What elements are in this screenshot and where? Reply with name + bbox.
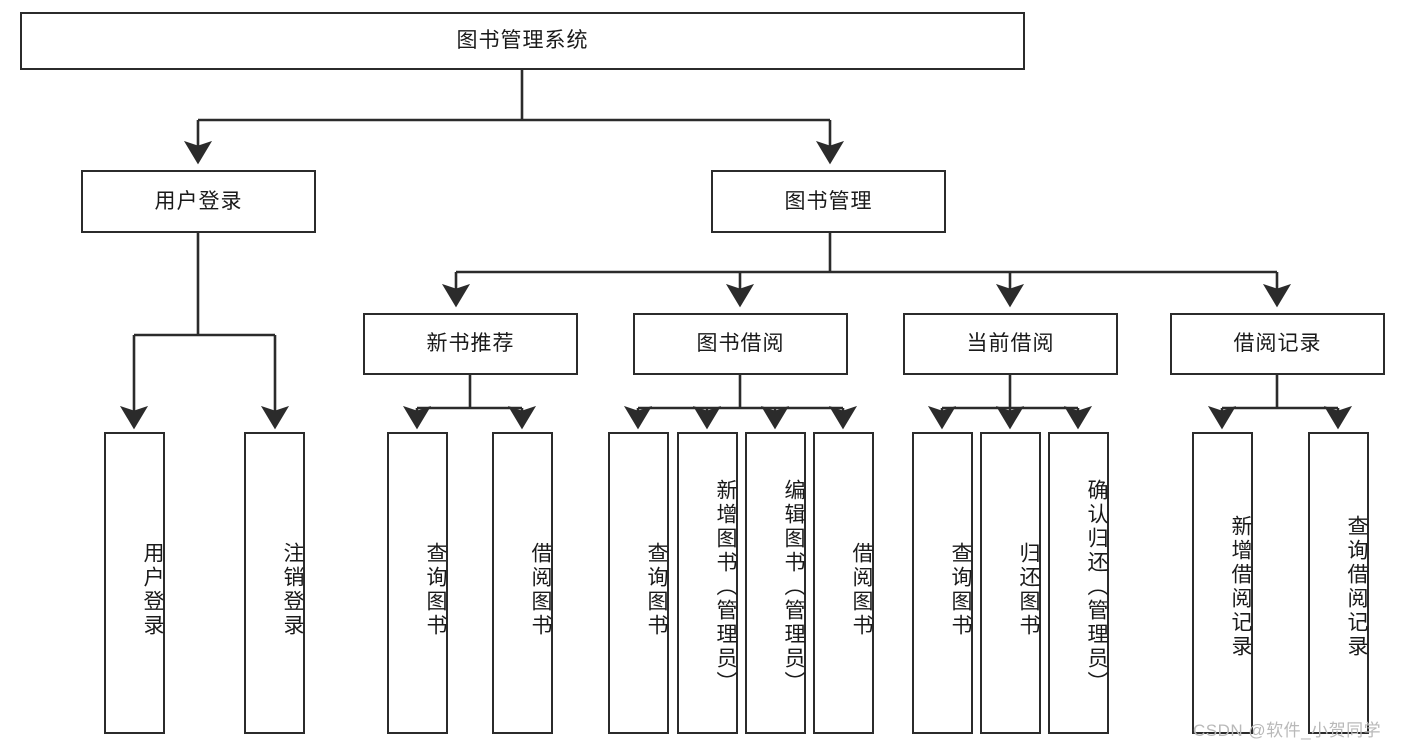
node-leaf-add-book[interactable]: 新增图书（管理员） <box>677 432 738 734</box>
node-leaf-query-book-1[interactable]: 查询图书 <box>387 432 448 734</box>
node-leaf-borrow-book-1-label: 借阅图书 <box>529 542 552 638</box>
node-leaf-borrow-book-1[interactable]: 借阅图书 <box>492 432 553 734</box>
node-leaf-logout[interactable]: 注销登录 <box>244 432 305 734</box>
node-leaf-query-record[interactable]: 查询借阅记录 <box>1308 432 1369 734</box>
node-leaf-query-book-2-label: 查询图书 <box>645 542 668 638</box>
node-current-borrow-label: 当前借阅 <box>966 332 1055 356</box>
node-leaf-logout-label: 注销登录 <box>281 542 304 638</box>
node-leaf-add-record[interactable]: 新增借阅记录 <box>1192 432 1253 734</box>
node-borrow-record[interactable]: 借阅记录 <box>1170 313 1385 375</box>
node-leaf-borrow-book-2[interactable]: 借阅图书 <box>813 432 874 734</box>
node-leaf-confirm-return[interactable]: 确认归还（管理员） <box>1048 432 1109 734</box>
node-leaf-query-book-3-label: 查询图书 <box>949 542 972 638</box>
node-user-login[interactable]: 用户登录 <box>81 170 316 233</box>
node-leaf-confirm-return-label: 确认归还（管理员） <box>1085 479 1108 695</box>
node-book-manage-label: 图书管理 <box>784 189 873 213</box>
node-book-borrow[interactable]: 图书借阅 <box>633 313 848 375</box>
node-current-borrow[interactable]: 当前借阅 <box>903 313 1118 375</box>
node-leaf-user-login-label: 用户登录 <box>141 542 164 638</box>
node-borrow-record-label: 借阅记录 <box>1233 332 1322 356</box>
node-leaf-query-record-label: 查询借阅记录 <box>1345 515 1368 659</box>
node-leaf-edit-book[interactable]: 编辑图书（管理员） <box>745 432 806 734</box>
node-root-label: 图书管理系统 <box>456 29 589 53</box>
node-user-login-label: 用户登录 <box>154 189 243 213</box>
node-book-borrow-label: 图书借阅 <box>696 332 785 356</box>
node-leaf-query-book-1-label: 查询图书 <box>424 542 447 638</box>
node-leaf-query-book-3[interactable]: 查询图书 <box>912 432 973 734</box>
node-leaf-borrow-book-2-label: 借阅图书 <box>850 542 873 638</box>
node-leaf-return-book[interactable]: 归还图书 <box>980 432 1041 734</box>
node-leaf-query-book-2[interactable]: 查询图书 <box>608 432 669 734</box>
node-leaf-add-record-label: 新增借阅记录 <box>1229 515 1252 659</box>
node-leaf-edit-book-label: 编辑图书（管理员） <box>782 479 805 695</box>
node-book-manage[interactable]: 图书管理 <box>711 170 946 233</box>
csdn-watermark: CSDN @软件_小贺同学 <box>1193 721 1382 740</box>
node-leaf-add-book-label: 新增图书（管理员） <box>714 479 737 695</box>
node-root[interactable]: 图书管理系统 <box>20 12 1025 70</box>
node-leaf-user-login[interactable]: 用户登录 <box>104 432 165 734</box>
node-new-book-rec[interactable]: 新书推荐 <box>363 313 578 375</box>
node-new-book-rec-label: 新书推荐 <box>426 332 515 356</box>
node-leaf-return-book-label: 归还图书 <box>1017 542 1040 638</box>
